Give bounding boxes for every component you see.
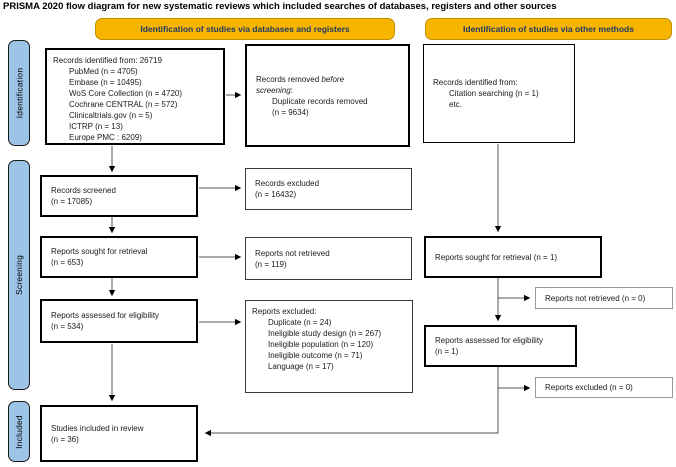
box-records-screened: Records screened (n = 17085) (40, 175, 198, 217)
stage-included: Included (8, 401, 30, 462)
stage-screening: Screening (8, 160, 30, 390)
box-studies-included: Studies included in review (n = 36) (40, 405, 198, 462)
box-other-reports-excluded: Reports excluded (n = 0) (535, 377, 673, 398)
box-other-reports-not-retrieved: Reports not retrieved (n = 0) (535, 287, 673, 309)
box-reports-not-retrieved: Reports not retrieved (n = 119) (245, 237, 412, 280)
box-reports-sought: Reports sought for retrieval (n = 653) (40, 236, 198, 278)
box-records-excluded: Records excluded (n = 16432) (245, 168, 412, 210)
box-records-removed: Records removed before screening: Duplic… (245, 44, 410, 147)
box-other-reports-assessed: Reports assessed for eligibility (n = 1) (424, 325, 577, 367)
box-reports-excluded-reasons: Reports excluded: Duplicate (n = 24) Ine… (245, 300, 413, 393)
stage-identification-label: Identification (14, 67, 24, 119)
stage-screening-label: Screening (14, 254, 25, 296)
header-other-methods: Identification of studies via other meth… (425, 18, 672, 40)
header-databases-registers: Identification of studies via databases … (95, 18, 395, 40)
box-other-reports-sought: Reports sought for retrieval (n = 1) (424, 236, 602, 278)
stage-identification: Identification (8, 40, 30, 146)
box-records-identified-databases: Records identified from: 26719 PubMed (n… (45, 48, 225, 145)
box-reports-assessed: Reports assessed for eligibility (n = 53… (40, 299, 198, 343)
diagram-title: PRISMA 2020 flow diagram for new systema… (3, 1, 557, 12)
stage-included-label: Included (14, 414, 24, 449)
box-records-identified-other: Records identified from: Citation search… (423, 44, 575, 143)
